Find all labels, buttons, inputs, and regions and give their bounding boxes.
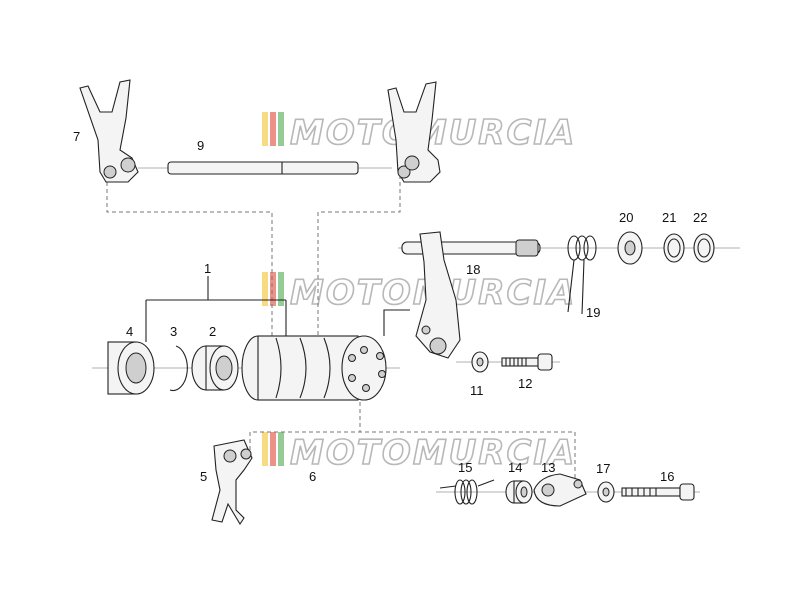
washer-20	[617, 231, 643, 265]
bracket-18	[383, 309, 410, 336]
selector-drum-6	[241, 335, 387, 401]
assembly-guides	[106, 175, 576, 480]
circlip-3	[169, 345, 188, 392]
washer-17	[597, 481, 615, 503]
label-15: 15	[458, 460, 472, 475]
label-13: 13	[541, 460, 555, 475]
label-18: 18	[466, 262, 480, 277]
label-12: 12	[518, 376, 532, 391]
shift-fork-7	[79, 79, 139, 183]
watermark-bottom: MOTOMURCIA	[262, 432, 576, 474]
bearing-4	[107, 341, 155, 395]
bush-14	[505, 480, 533, 504]
bolt-16	[621, 483, 695, 501]
label-9: 9	[197, 138, 204, 153]
label-16: 16	[660, 469, 674, 484]
label-14: 14	[508, 460, 522, 475]
label-3: 3	[170, 324, 177, 339]
bolt-12	[501, 353, 553, 371]
part-labels: 1 2 3 4 5 6 7 9 11 12 13 14 15 16 17 18 …	[73, 129, 707, 484]
watermark-middle: MOTOMURCIA	[262, 272, 575, 314]
label-19: 19	[586, 305, 600, 320]
label-20: 20	[619, 210, 633, 225]
watermark-text: MOTOMURCIA	[290, 113, 576, 153]
index-lever-13	[533, 473, 587, 507]
washer-21	[663, 233, 685, 263]
label-4: 4	[126, 324, 133, 339]
shift-fork-5	[211, 439, 253, 526]
label-7: 7	[73, 129, 80, 144]
return-spring-19	[567, 235, 597, 315]
fork-shaft-9	[138, 161, 392, 175]
washer-11	[456, 351, 560, 373]
label-6: 6	[309, 469, 316, 484]
label-17: 17	[596, 461, 610, 476]
label-2: 2	[209, 324, 216, 339]
shift-fork-8	[387, 81, 441, 183]
label-5: 5	[200, 469, 207, 484]
washer-22	[693, 233, 715, 263]
watermark-text: MOTOMURCIA	[290, 433, 576, 473]
label-1: 1	[204, 261, 211, 276]
label-22: 22	[693, 210, 707, 225]
bracket-1	[145, 276, 287, 342]
spring-15	[439, 479, 495, 505]
shift-shaft-18	[398, 231, 740, 359]
bearing-2	[191, 345, 239, 391]
label-11: 11	[470, 383, 484, 398]
label-21: 21	[662, 210, 676, 225]
